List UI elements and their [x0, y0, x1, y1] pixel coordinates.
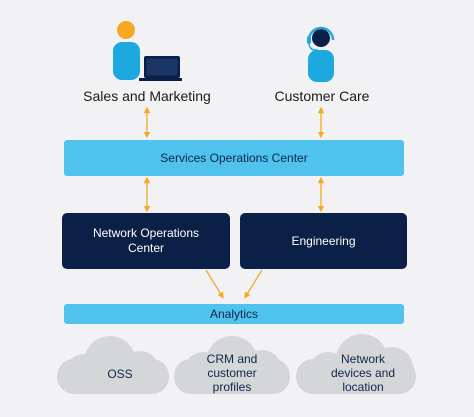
network-line1: Network: [340, 352, 385, 366]
cloud-crm-label: CRM and customer profiles: [192, 351, 272, 395]
cloud-oss: [57, 336, 169, 394]
arrow-noc-analytics: [205, 269, 224, 299]
sales-marketing-label: Sales and Marketing: [83, 88, 211, 104]
services-operations-center-box: Services Operations Center: [64, 140, 404, 176]
network-line2: devices and: [330, 366, 396, 380]
crm-line1: CRM and: [206, 352, 258, 366]
noc-label-line1: Network Operations: [92, 226, 200, 240]
crm-line3: profiles: [212, 380, 252, 394]
analytics-bar: Analytics: [64, 304, 404, 324]
arrow-engineering-analytics: [244, 269, 263, 299]
engineering-label: Engineering: [291, 233, 356, 248]
cloud-network-label: Network devices and location: [318, 351, 408, 395]
soc-label: Services Operations Center: [160, 151, 308, 165]
customer-care-label: Customer Care: [274, 88, 370, 104]
oss-text: OSS: [107, 367, 133, 381]
engineering-box: Engineering: [240, 213, 407, 269]
network-line3: location: [342, 380, 384, 394]
analytics-label: Analytics: [209, 307, 259, 321]
cloud-crm: [174, 336, 290, 394]
network-operations-center-box: Network Operations Center: [62, 213, 230, 269]
noc-label-line2: Center: [127, 241, 165, 255]
cloud-network: [296, 334, 416, 394]
cloud-oss-label: OSS: [80, 362, 160, 386]
crm-line2: customer: [207, 366, 257, 380]
person-with-laptop-icon: [113, 21, 182, 81]
person-with-headset-icon: [307, 26, 335, 82]
